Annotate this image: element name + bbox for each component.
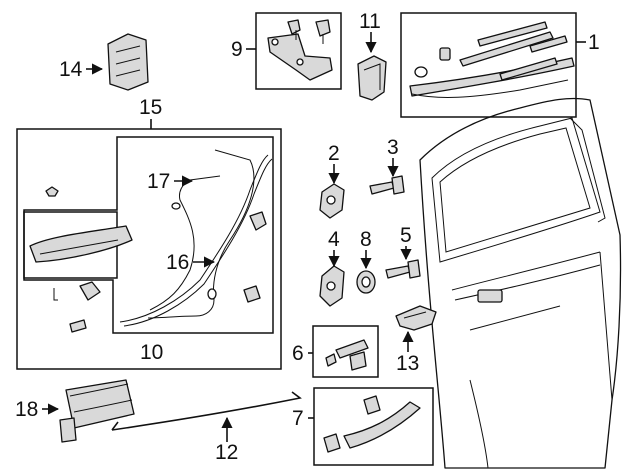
part-3-bolt bbox=[369, 175, 405, 195]
part-9-hinge-assembly bbox=[255, 12, 342, 90]
callout-15: 15 bbox=[139, 96, 162, 119]
callout-14: 14 bbox=[59, 58, 83, 81]
callout-12: 12 bbox=[215, 441, 238, 464]
part-6-roller-bracket bbox=[312, 325, 379, 378]
callout-16: 16 bbox=[166, 251, 189, 274]
part-11-catch bbox=[357, 55, 387, 101]
part-2-striker bbox=[319, 183, 345, 219]
callout-10: 10 bbox=[140, 341, 163, 364]
callout-2: 2 bbox=[328, 142, 340, 165]
part-7-lower-roller-arm bbox=[313, 387, 434, 466]
callout-5: 5 bbox=[400, 224, 412, 247]
part-8-washer bbox=[356, 270, 376, 294]
part-14-bracket bbox=[107, 33, 149, 91]
callout-9: 9 bbox=[231, 38, 243, 61]
leader-lines bbox=[42, 32, 586, 442]
callout-17: 17 bbox=[147, 170, 170, 193]
callout-13: 13 bbox=[396, 352, 419, 375]
part-1-rail-kit bbox=[400, 12, 577, 118]
callout-labels: 1 2 3 4 5 6 7 8 9 10 11 12 13 14 15 16 1… bbox=[15, 10, 600, 464]
callout-11: 11 bbox=[359, 10, 381, 33]
sliding-door-shell bbox=[419, 97, 622, 469]
part-5-bolt bbox=[385, 259, 421, 279]
callout-6: 6 bbox=[292, 342, 304, 365]
part-12-rod bbox=[111, 391, 302, 431]
callout-8: 8 bbox=[360, 228, 372, 251]
callout-7: 7 bbox=[292, 407, 304, 430]
part-13-guide bbox=[395, 305, 437, 331]
part-18-actuator bbox=[59, 379, 135, 443]
callout-4: 4 bbox=[328, 228, 340, 251]
callout-1: 1 bbox=[588, 31, 600, 54]
part-15-handle-cable-box bbox=[16, 128, 282, 370]
callout-3: 3 bbox=[387, 136, 399, 159]
part-4-striker bbox=[319, 265, 345, 307]
callout-18: 18 bbox=[15, 398, 38, 421]
